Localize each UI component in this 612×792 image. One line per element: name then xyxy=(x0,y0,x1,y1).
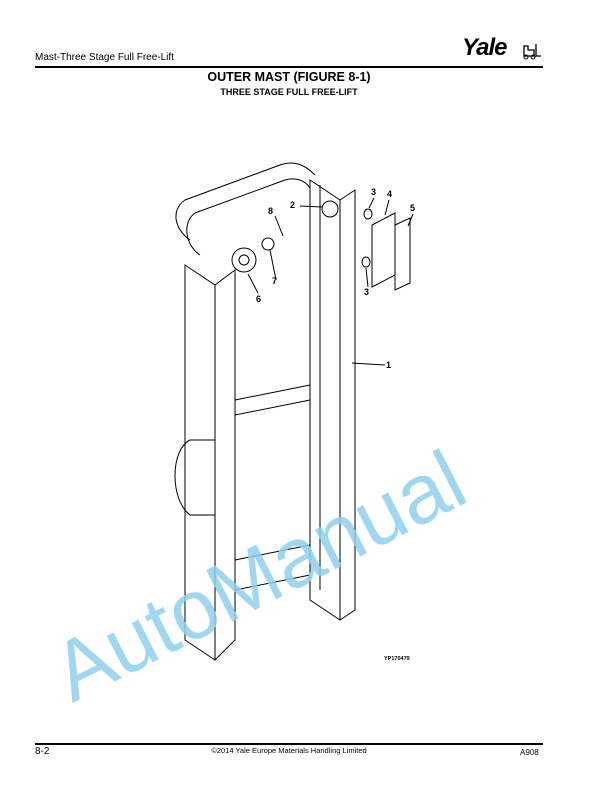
mast-crossbar xyxy=(175,162,316,241)
page-subtitle: THREE STAGE FULL FREE-LIFT xyxy=(220,87,358,97)
callout-8: 8 xyxy=(268,206,273,216)
callout-4: 4 xyxy=(387,189,392,199)
page-number: 8-2 xyxy=(35,746,50,757)
callout-7: 7 xyxy=(272,276,277,286)
ring xyxy=(361,256,371,268)
shim xyxy=(261,237,275,251)
callout-1: 1 xyxy=(386,360,391,370)
doc-code: A908 xyxy=(520,748,539,757)
callout-5: 5 xyxy=(410,203,415,213)
right-upright-side xyxy=(339,189,356,621)
plate-retainer xyxy=(394,217,411,291)
callout-6: 6 xyxy=(256,294,261,304)
figure-id: YP170479 xyxy=(384,656,410,662)
tilt-bracket xyxy=(174,439,216,516)
roller-hub xyxy=(238,254,250,266)
roller xyxy=(231,247,257,273)
left-upright-side xyxy=(214,269,236,661)
header-rule xyxy=(35,66,543,68)
plate xyxy=(371,212,396,288)
footer-rule xyxy=(35,743,543,745)
callout-2: 2 xyxy=(290,200,295,210)
section-title: Mast-Three Stage Full Free-Lift xyxy=(35,52,174,63)
mast-crossbar-inner xyxy=(186,178,311,256)
forklift-icon xyxy=(523,44,541,60)
yale-logo: Yale xyxy=(462,34,507,61)
page-title: OUTER MAST (FIGURE 8-1) xyxy=(207,70,371,84)
leader-lines xyxy=(247,197,414,366)
copyright: ©2014 Yale Europe Materials Handling Lim… xyxy=(211,746,367,755)
ring xyxy=(363,208,373,220)
callout-3: 3 xyxy=(371,187,376,197)
callout-3b: 3 xyxy=(364,287,369,297)
cross-member xyxy=(234,384,311,591)
pin xyxy=(321,200,339,218)
